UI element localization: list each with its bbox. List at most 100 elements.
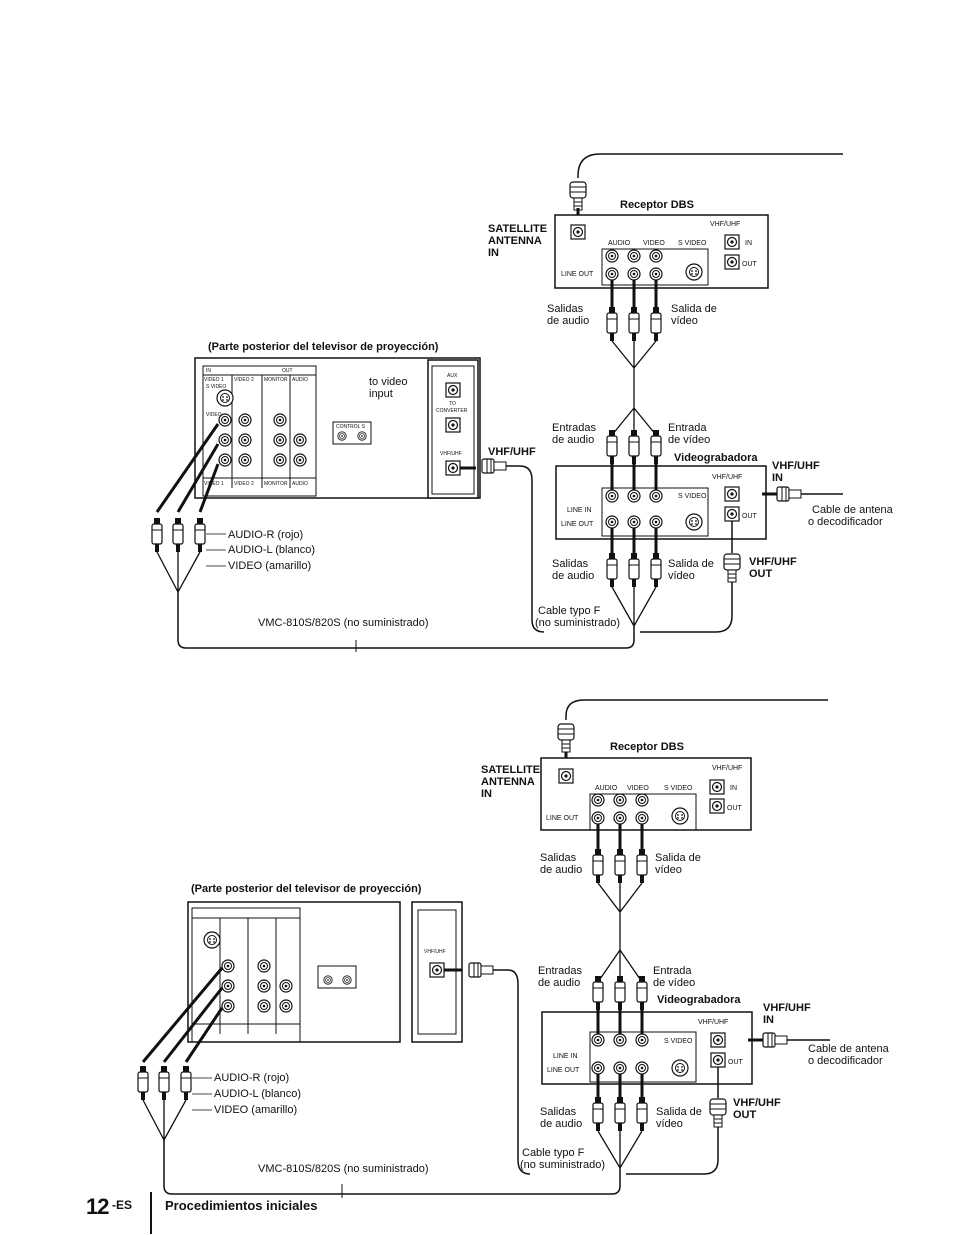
dbs-audio-out-label-1: Salidas [547,303,584,315]
cable-antenna-label-2: o decodificador [808,516,883,528]
vcr-svideo-jack [685,513,703,531]
diagram-label: VHF/UHF [763,1002,811,1014]
diagram-label: Entradas [538,965,583,977]
diagram-label: de audio [540,1118,582,1130]
diagram-label: S VIDEO [664,1038,693,1045]
satellite-label-bottom-2: ANTENNA [481,776,535,788]
audio-r-label: AUDIO-R (rojo) [228,529,303,541]
diagram-label: LINE OUT [547,1067,580,1074]
tv-vhfuhf-label: VHF/UHF [488,446,536,458]
diagram-top: Receptor DBS SATELLITE ANTENNA IN VHF/UH… [151,153,894,652]
diagram-label: OUT [728,1059,744,1066]
vcr-vhfuhf-out-jack [724,506,740,522]
diagram-label: Salidas [540,1106,577,1118]
diagram-label: AUX [447,373,458,379]
diagram-label: OUT [282,368,293,374]
vcr-box [555,465,767,540]
diagram-label: VIDEO 2 [234,481,254,487]
page-suffix: -ES [112,1198,133,1212]
dbs-vhfuhf-in-jack [724,234,740,250]
diagram-label: VHF/UHF [712,765,742,772]
vcr-audio-out-label-2: de audio [552,570,594,582]
diagram-label: VIDEO (amarillo) [214,1104,297,1116]
diagram-label: AUDIO [292,481,308,487]
vcr-video-in-label-2: de vídeo [668,434,710,446]
diagram-label: VIDEO [627,785,649,792]
tv-back-label: (Parte posterior del televisor de proyec… [208,341,439,353]
diagram-label: MONITOR [264,481,288,487]
page-number: 12 [86,1194,110,1219]
vcr-out-plug [723,553,741,583]
vcr-vhfuhf-label: VHF/UHF [712,474,742,481]
diagram-label: Salida de [656,1106,702,1118]
diagram-label: AUDIO-L (blanco) [214,1088,301,1100]
diagram-label: Salidas [540,852,577,864]
diagram-label: Cable typo F [522,1147,585,1159]
diagram-label: de audio [538,977,580,989]
vcr-audio-in-label-1: Entradas [552,422,597,434]
dbs-svideo-label: S VIDEO [678,240,707,247]
vcr-line-out-label: LINE OUT [561,521,594,528]
satellite-label-bottom-3: IN [481,788,492,800]
cable-f-label-2: (no suministrado) [535,617,620,629]
dbs-in-label: IN [745,240,752,247]
vcr-antenna-plug [776,486,802,502]
video-yellow-label: VIDEO (amarillo) [228,560,311,572]
footer-divider [150,1192,152,1234]
satellite-cable-bottom [565,699,828,720]
vcr-label: Videograbadora [674,452,758,464]
diagram-label: Salida de [655,852,701,864]
dbs-receiver-box [554,214,769,289]
diagram-label: VIDEO 1 [204,481,224,487]
diagram-label: OUT [733,1109,757,1121]
dbs-video-out-label-2: vídeo [671,315,698,327]
tv-vhfuhf-jack [445,460,461,476]
diagram-label: S VIDEO [664,785,693,792]
diagram-label: LINE IN [553,1053,578,1060]
diagram-label: CONVERTER [436,408,468,414]
to-video-input-label-2: input [369,388,393,400]
diagram-label: MONITOR [264,377,288,383]
diagram-label: AUDIO [595,785,618,792]
dbs-svideo-jack [685,263,703,281]
dbs-receiver-label: Receptor DBS [620,199,694,211]
vcr-vhfuhf-out-label-1: VHF/UHF [749,556,797,568]
section-title: Procedimientos iniciales [165,1198,318,1213]
diagram-label: VHF/UHF [424,949,446,955]
tv-back-panel-bottom [187,901,401,1043]
diagram-label: de audio [540,864,582,876]
diagram-label: VIDEO 1 [204,377,224,383]
vmc-cable-label: VMC-810S/820S (no suministrado) [258,617,429,629]
dbs-video-out-label-1: Salida de [671,303,717,315]
diagram-label: VMC-810S/820S (no suministrado) [258,1163,429,1175]
satellite-in-jack [570,224,586,240]
satellite-antenna-label-3: IN [488,247,499,259]
diagram-label: o decodificador [808,1055,883,1067]
vcr-out-label: OUT [742,513,758,520]
diagram-label: Entrada [653,965,692,977]
diagram-label: TO [449,401,456,407]
dbs-vhfuhf-out-jack [724,254,740,270]
audio-l-label: AUDIO-L (blanco) [228,544,315,556]
diagram-label: LINE OUT [546,815,579,822]
diagram-label: Cable de antena [808,1043,890,1055]
diagram-label: AUDIO-R (rojo) [214,1072,289,1084]
vcr-vhfuhf-out-label-2: OUT [749,568,773,580]
to-video-input-label-1: to video [369,376,408,388]
cable-f-label-1: Cable typo F [538,605,601,617]
vcr-line-in-label: LINE IN [567,507,592,514]
dbs-audio-label: AUDIO [608,240,631,247]
diagram-label: VHF/UHF [698,1019,728,1026]
diagram-label: de vídeo [653,977,695,989]
diagram-label: S VIDEO [206,384,226,390]
diagram-label: VIDEO [206,412,222,418]
dbs-audio-out-label-2: de audio [547,315,589,327]
diagram-bottom: Receptor DBS SATELLITE ANTENNA IN VHF/UH… [137,699,890,1198]
vcr-video-out-label-2: vídeo [668,570,695,582]
diagram-label: VHF/UHF [733,1097,781,1109]
satellite-antenna-label-2: ANTENNA [488,235,542,247]
diagram-label: IN [730,785,737,792]
diagram-label: OUT [727,805,743,812]
dbs-out-label: OUT [742,261,758,268]
